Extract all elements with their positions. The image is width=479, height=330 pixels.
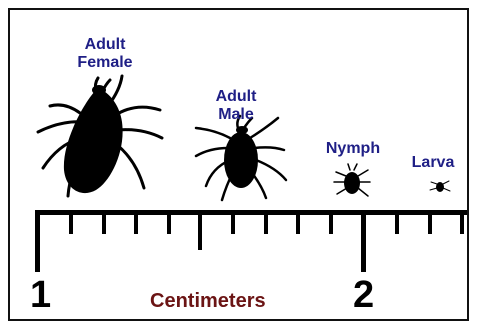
ruler-major-tick-1 — [35, 210, 40, 272]
ruler-major-tick-2 — [361, 210, 366, 272]
adult-male-label-line-2: Male — [196, 106, 276, 124]
adult-female-label: Adult Female — [60, 36, 150, 72]
adult-female-tick-body — [64, 90, 123, 193]
nymph-label: Nymph — [310, 140, 396, 158]
larva-tick-body — [436, 182, 444, 192]
larva-label: Larva — [400, 154, 466, 172]
ruler-minor-tick — [460, 210, 464, 234]
ruler-mid-tick — [198, 210, 202, 250]
ruler-unit-label: Centimeters — [150, 290, 266, 312]
adult-male-label: Adult Male — [196, 88, 276, 124]
adult-male-tick-body — [224, 132, 258, 188]
ruler-minor-tick — [428, 210, 432, 234]
adult-female-label-line-1: Adult — [60, 36, 150, 54]
ruler-number-2: 2 — [353, 276, 374, 314]
ruler-minor-tick — [69, 210, 73, 234]
tick-size-diagram: Adult Female Adult Male Nymph Larva 1 2 … — [8, 8, 469, 321]
ruler — [35, 210, 469, 272]
ruler-minor-tick — [102, 210, 106, 234]
ruler-minor-tick — [134, 210, 138, 234]
ruler-minor-tick — [231, 210, 235, 234]
ruler-minor-tick — [329, 210, 333, 234]
adult-female-label-line-2: Female — [60, 54, 150, 72]
ruler-minor-tick — [264, 210, 268, 234]
ruler-minor-tick — [395, 210, 399, 234]
ruler-minor-tick — [296, 210, 300, 234]
adult-male-label-line-1: Adult — [196, 88, 276, 106]
ruler-number-1: 1 — [30, 276, 51, 314]
ruler-minor-tick — [167, 210, 171, 234]
ruler-baseline — [35, 210, 469, 215]
nymph-tick-body — [344, 172, 360, 194]
